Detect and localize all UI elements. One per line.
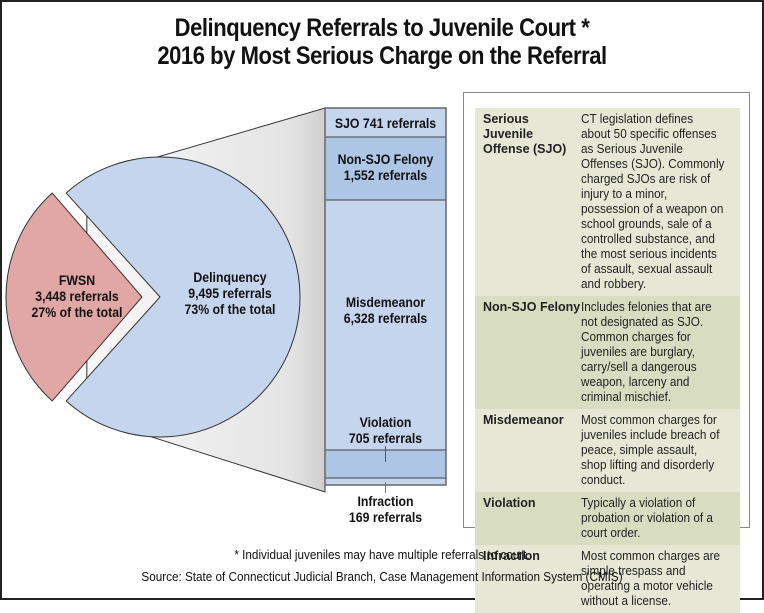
bar-label-misdemeanor: Misdemeanor — [346, 294, 425, 310]
bar-label-non-sjo-felony: Non-SJO Felony — [338, 151, 434, 167]
chart-title: Delinquency Referrals to Juvenile Court … — [46, 14, 718, 70]
bar-label-sjo: SJO 741 referrals — [335, 115, 436, 131]
title-line-1: Delinquency Referrals to Juvenile Court … — [174, 14, 590, 42]
bar-value-violation: 705 referrals — [349, 430, 422, 446]
bar-label-violation: Violation — [360, 414, 412, 430]
legend-definition: Typically a violation of probation or vi… — [581, 496, 713, 540]
pie-percent-fwsn: 27% of the total — [32, 304, 123, 320]
pie-value-delinquency: 9,495 referrals — [188, 285, 271, 301]
legend-term: Non-SJO Felony — [483, 300, 581, 314]
legend-definition: Includes felonies that are not designate… — [581, 300, 712, 404]
bar-value-misdemeanor: 6,328 referrals — [344, 310, 427, 326]
definitions-legend: Serious Juvenile Offense (SJO) CT legisl… — [463, 92, 750, 613]
legend-term: Infraction — [483, 549, 540, 563]
legend-row-non-sjo-felony: Non-SJO Felony Includes felonies that ar… — [475, 296, 740, 409]
definitions-table: Serious Juvenile Offense (SJO) CT legisl… — [475, 108, 740, 613]
legend-definition: Most common charges for juveniles includ… — [581, 413, 720, 487]
bar-value-non-sjo-felony: 1,552 referrals — [344, 167, 427, 183]
legend-row-violation: Violation Typically a violation of proba… — [475, 492, 740, 545]
source-note: Source: State of Connecticut Judicial Br… — [141, 569, 623, 584]
pie-label-fwsn: FWSN — [59, 272, 95, 288]
pie-percent-delinquency: 73% of the total — [185, 301, 276, 317]
bar-label-infraction: Infraction — [357, 493, 413, 509]
pie-slice-delinquency — [65, 156, 301, 438]
bar-value-infraction: 169 referrals — [349, 509, 422, 525]
pie-label-delinquency: Delinquency — [193, 269, 267, 285]
title-line-2: 2016 by Most Serious Charge on the Refer… — [157, 42, 607, 70]
legend-term: Violation — [483, 496, 536, 510]
legend-row-misdemeanor: Misdemeanor Most common charges for juve… — [475, 409, 740, 492]
legend-definition: Most common charges are simple trespass … — [581, 549, 721, 608]
pie-slice-fwsn — [5, 192, 143, 402]
pie-value-fwsn: 3,448 referrals — [35, 288, 118, 304]
legend-row-sjo: Serious Juvenile Offense (SJO) CT legisl… — [475, 108, 740, 296]
legend-term: Serious Juvenile Offense (SJO) — [483, 112, 567, 156]
legend-definition: CT legislation defines about 50 specific… — [581, 112, 725, 291]
footnote: * Individual juveniles may have multiple… — [234, 547, 530, 562]
legend-term: Misdemeanor — [483, 413, 564, 427]
